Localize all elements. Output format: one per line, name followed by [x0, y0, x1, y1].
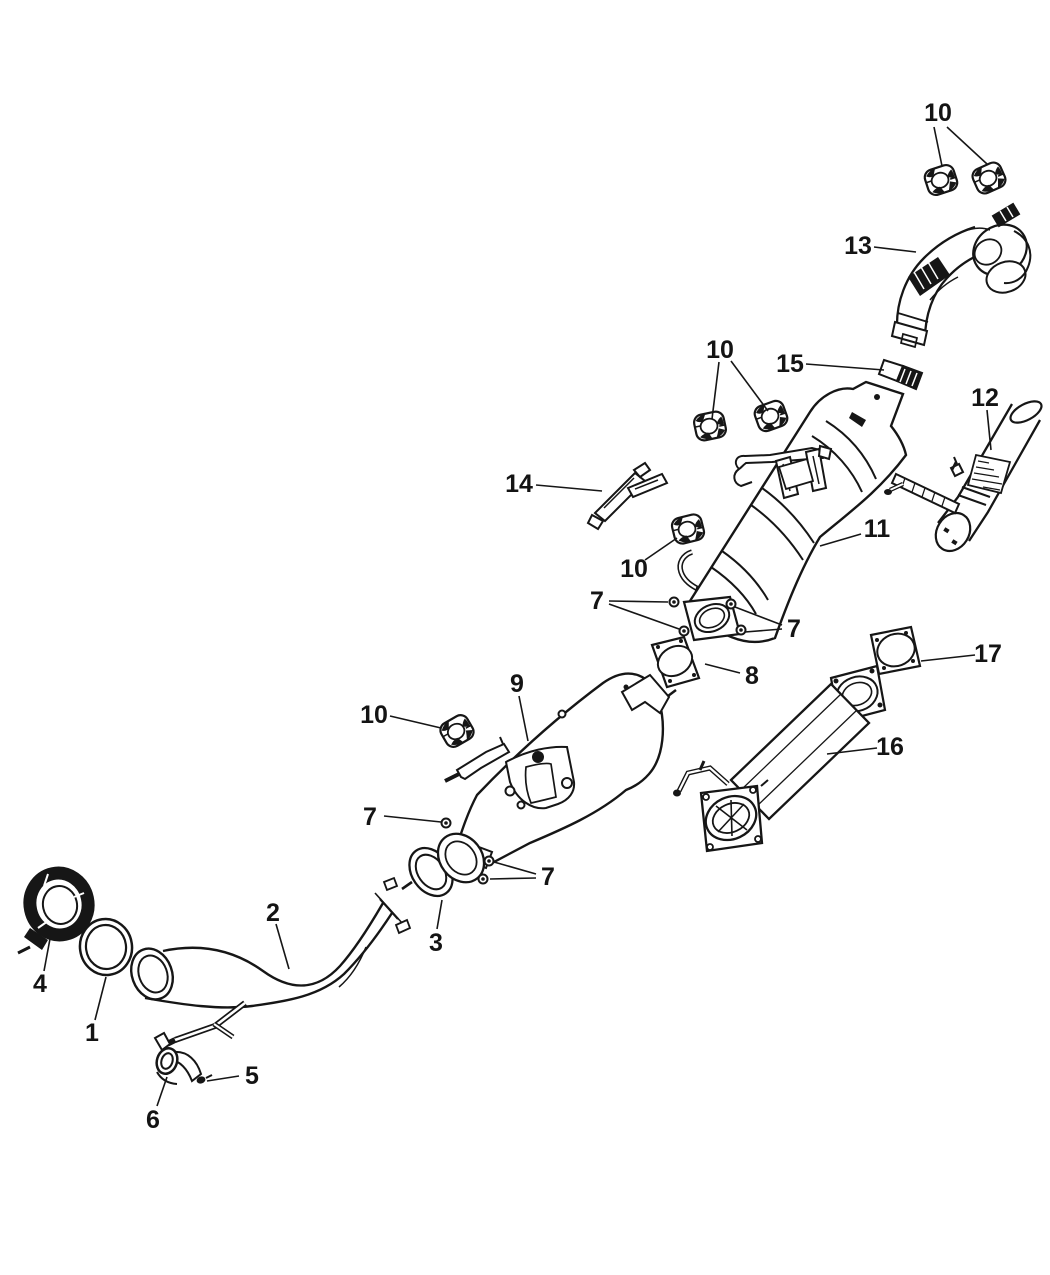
part-12-exhaust-extension-pipe: [884, 400, 1043, 553]
part-14-bracket: [586, 461, 669, 531]
callout-label-7d: 7: [541, 863, 555, 891]
part-7-bolt: [477, 873, 489, 885]
callout-label-8: 8: [745, 662, 759, 690]
part-2-front-exhaust-pipe: [130, 876, 413, 1047]
callout-label-13: 13: [844, 232, 872, 260]
callout-label-3: 3: [429, 929, 443, 957]
callout-label-17: 17: [974, 640, 1002, 668]
callout-label-10b: 10: [706, 336, 734, 364]
leader-lines: [43, 126, 992, 1107]
part-5-stud: [196, 1074, 213, 1084]
part-11-muffler-assembly: [677, 380, 908, 644]
part-7-bolt: [440, 817, 452, 829]
part-15-clamp: [877, 358, 924, 391]
part-10-insulator: [669, 511, 707, 547]
callout-label-10a: 10: [924, 99, 952, 127]
callout-label-7a: 7: [590, 587, 604, 615]
callout-label-5: 5: [245, 1062, 259, 1090]
part-13-tailpipe: [890, 202, 1032, 349]
callout-label-15: 15: [776, 350, 804, 378]
callout-label-16: 16: [876, 733, 904, 761]
part-10-insulator: [691, 409, 729, 443]
part-7-bolt: [725, 598, 737, 610]
part-4-clamp: [17, 866, 95, 955]
part-10-insulator: [751, 397, 791, 435]
callout-label-10c: 10: [620, 555, 648, 583]
part-9-converter-assembly: [436, 672, 677, 884]
part-10-insulator: [968, 158, 1010, 198]
part-7-bolt: [668, 596, 680, 608]
part-10-insulator: [436, 711, 478, 751]
callout-label-2: 2: [266, 899, 280, 927]
part-7-bolt: [678, 625, 690, 637]
part-6-hanger-bracket: [153, 1031, 203, 1085]
part-1-gasket-ring: [78, 917, 134, 977]
part-16-crossover-pipe: [673, 658, 887, 853]
callout-label-12: 12: [971, 384, 999, 412]
part-8-gasket: [650, 635, 701, 689]
callout-label-7b: 7: [787, 615, 801, 643]
callout-label-9: 9: [510, 670, 524, 698]
callout-label-4: 4: [33, 970, 47, 998]
part-7-bolt: [735, 624, 747, 636]
callout-label-11: 11: [864, 515, 891, 543]
callout-label-10d: 10: [360, 701, 388, 729]
callout-label-14: 14: [505, 470, 533, 498]
callout-labels: 10 13 10 15 12 11 14 10 7 7 8 17 9 10 16…: [33, 99, 1002, 1134]
part-10-insulator: [921, 161, 961, 199]
callout-label-7c: 7: [363, 803, 377, 831]
part-17-gasket: [869, 625, 922, 676]
callout-label-1: 1: [85, 1019, 99, 1047]
part-7-bolt: [483, 855, 495, 867]
callout-label-6: 6: [146, 1106, 160, 1134]
